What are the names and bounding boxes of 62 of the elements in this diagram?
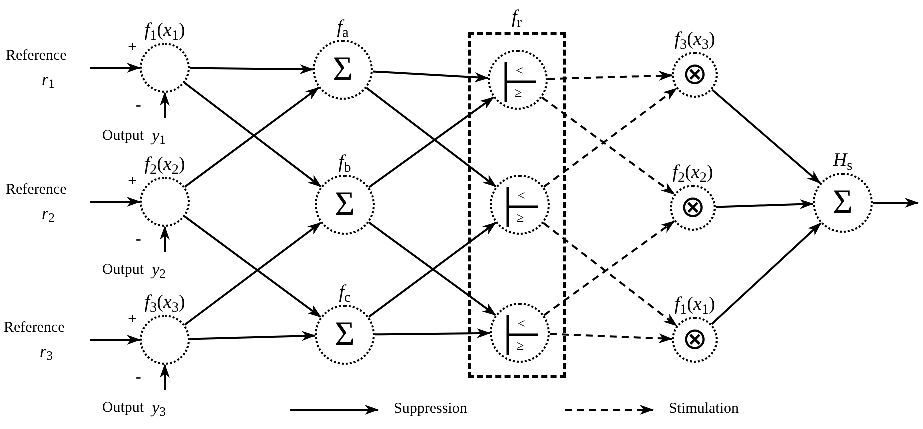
sign-label: +: [128, 310, 138, 330]
arrow: [374, 328, 491, 338]
node-label: f$_{1}$(x$_{1}$): [144, 19, 186, 43]
legend-label: Suppression: [394, 400, 468, 419]
signal-label: y$_{2}$: [152, 260, 166, 280]
operator-symbol: ⊗: [680, 193, 706, 223]
operator-symbol: ⊗: [682, 60, 708, 90]
arrow: [160, 364, 170, 390]
comparison-symbol: <: [518, 317, 526, 330]
node-label: f$_{1}$(x$_{1}$): [674, 293, 716, 317]
arrow: [190, 331, 316, 342]
legend-label: Stimulation: [669, 400, 740, 419]
comparison-symbol: <: [516, 64, 524, 77]
operator-symbol: Σ: [335, 318, 355, 352]
group-label: f$_{r}$: [510, 6, 524, 30]
output-label: Output: [102, 399, 144, 418]
arrow: [160, 92, 170, 118]
sign-label: +: [128, 38, 138, 58]
arrow: [550, 333, 674, 344]
arrow: [90, 63, 141, 73]
node-label: f$_{b}$: [338, 151, 352, 175]
signal-label: r$_{1}$: [42, 70, 55, 90]
sign-label: -: [136, 96, 142, 116]
node-label: f$_{2}$(x$_{2}$): [144, 153, 186, 177]
arrow: [190, 64, 314, 75]
arrow: [542, 96, 676, 196]
arrow: [372, 70, 490, 83]
node-label: f$_{a}$: [337, 16, 349, 40]
comparison-symbol: ≥: [515, 86, 522, 99]
input-label: Reference: [6, 181, 67, 200]
operator-symbol: Σ: [333, 53, 353, 87]
comparison-symbol: ≥: [517, 211, 524, 224]
node-label: H$_{s}$: [833, 149, 853, 173]
arrow: [711, 222, 822, 326]
operator-symbol: ⊗: [682, 325, 708, 355]
arrow: [548, 71, 673, 82]
input-label: Reference: [6, 47, 67, 66]
sign-label: -: [136, 230, 142, 250]
signal-label: y$_{3}$: [152, 398, 166, 418]
arrow: [90, 197, 141, 207]
comparison-symbol: ≥: [517, 339, 524, 352]
comparison-symbol: <: [518, 189, 526, 202]
arrow: [873, 198, 919, 208]
node-label: f$_{3}$(x$_{3}$): [144, 291, 186, 315]
arrow: [90, 335, 141, 345]
signal-label: r$_{3}$: [40, 342, 53, 362]
signal-label: y$_{1}$: [152, 126, 166, 146]
arrow: [543, 88, 678, 188]
arrow: [712, 89, 822, 184]
node-label: f$_{c}$: [339, 281, 351, 305]
operator-symbol: Σ: [335, 188, 355, 222]
operator-symbol: Σ: [833, 186, 853, 220]
signal-label: r$_{2}$: [42, 204, 55, 224]
node-label: f$_{2}$(x$_{2}$): [672, 161, 714, 185]
output-label: Output: [102, 127, 144, 146]
output-label: Output: [102, 261, 144, 280]
arrow: [716, 199, 814, 210]
arrow: [160, 226, 170, 252]
input-label: Reference: [4, 319, 65, 338]
sign-label: +: [128, 172, 138, 192]
sign-label: -: [136, 368, 142, 388]
node-label: f$_{3}$(x$_{3}$): [674, 28, 716, 52]
